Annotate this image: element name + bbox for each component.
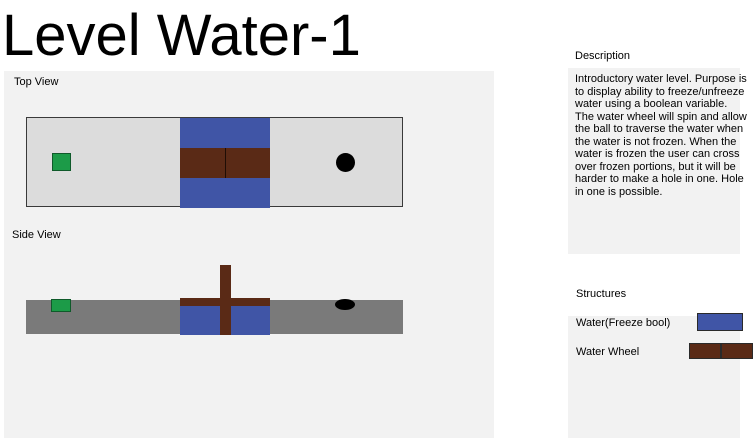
- page-title: Level Water-1: [2, 3, 361, 68]
- top-view-start-square: [52, 153, 71, 171]
- description-panel: [568, 68, 740, 254]
- water-wheel-swatch-icon: [689, 343, 721, 359]
- water-wheel-swatch-icon-right: [721, 343, 753, 359]
- side-view-hole: [335, 299, 355, 310]
- water-swatch-icon: [697, 313, 743, 331]
- description-text: Introductory water level. Purpose is to …: [575, 73, 747, 198]
- top-view-water-wheel-left: [180, 148, 225, 178]
- top-view-water-wheel-divider: [225, 148, 226, 178]
- top-view-water-wheel-right: [226, 148, 270, 178]
- side-view-water-wheel-vertical: [220, 265, 231, 335]
- side-view-start-square: [51, 299, 71, 312]
- structures-heading: Structures: [576, 288, 627, 300]
- top-view-hole: [336, 153, 355, 172]
- structure-label-water: Water(Freeze bool): [576, 317, 671, 329]
- structures-panel: [568, 316, 740, 438]
- top-view-label: Top View: [14, 76, 59, 88]
- structure-label-water-wheel: Water Wheel: [576, 346, 640, 358]
- side-view-label: Side View: [12, 229, 61, 241]
- description-heading: Description: [575, 50, 631, 62]
